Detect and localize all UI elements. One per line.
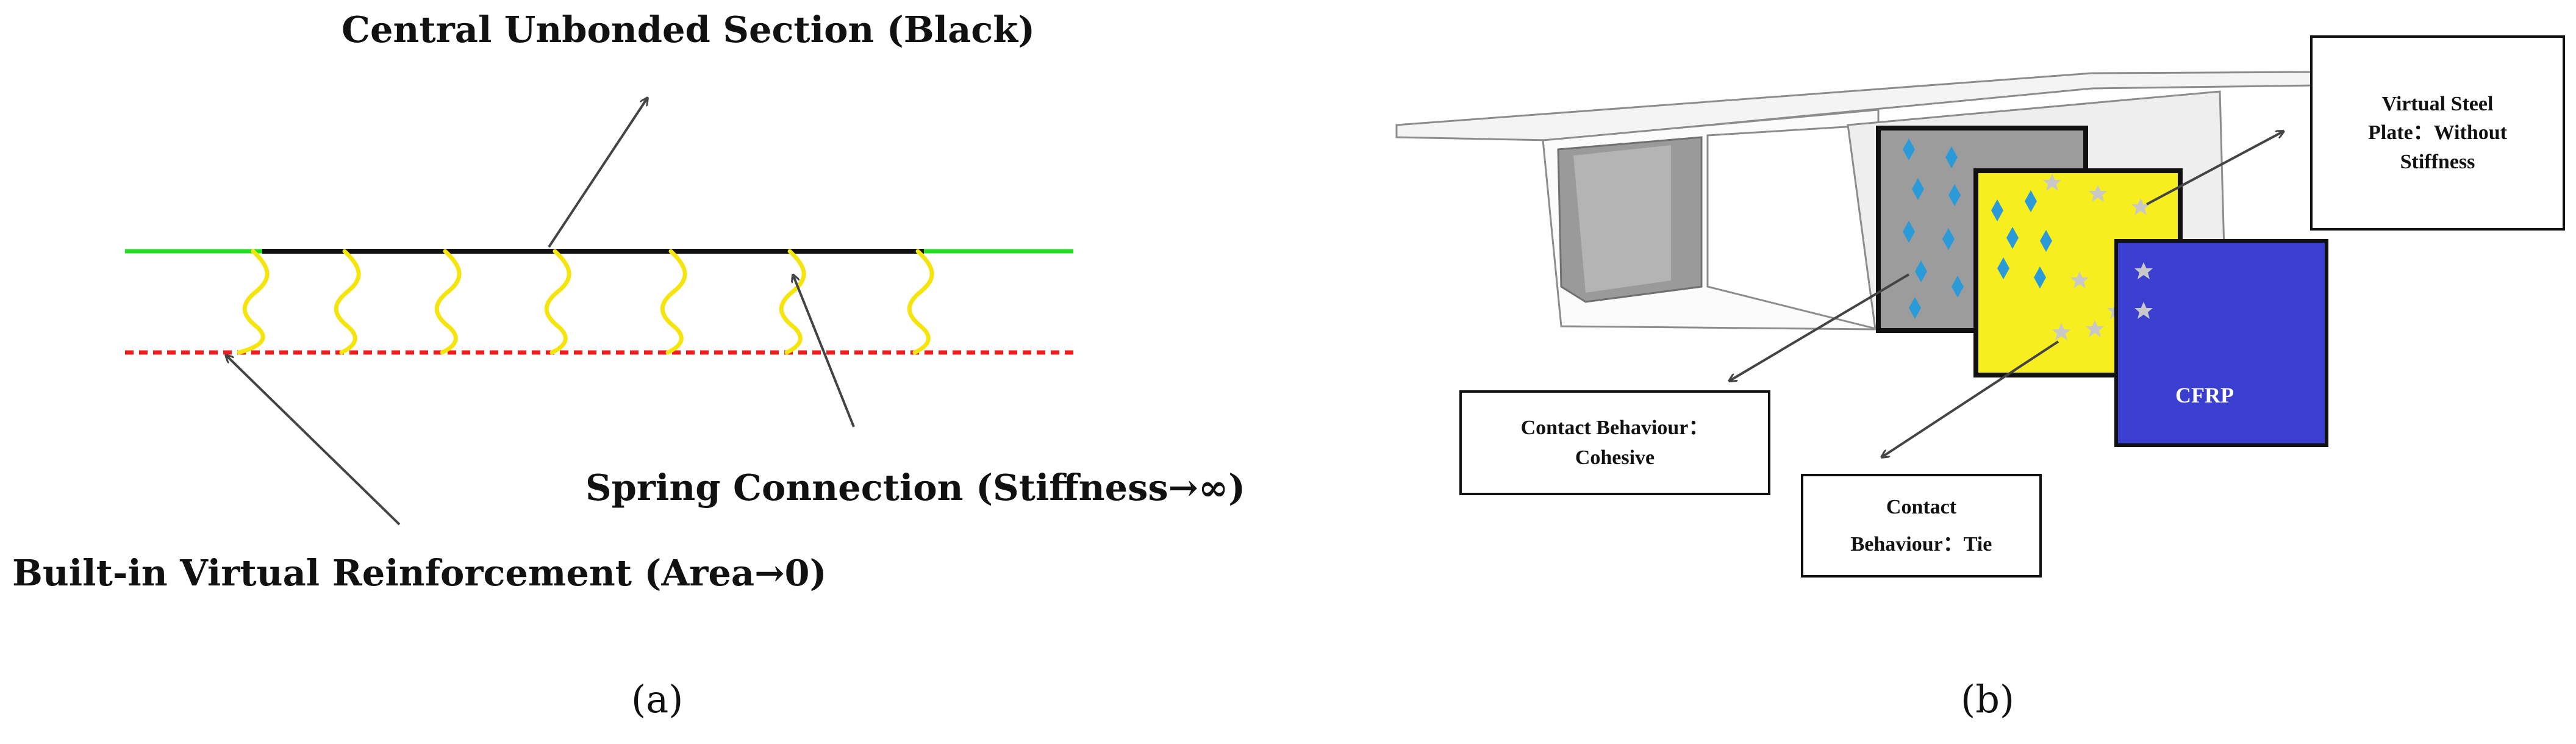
spring-4 (544, 249, 571, 355)
cfrp-label: CFRP (2175, 383, 2234, 407)
caption-a: (a) (631, 677, 684, 721)
label-central-unbonded-section: Central Unbonded Section (Black) (342, 9, 1036, 51)
cohesive-line-2: Cohesive (1575, 446, 1655, 469)
spring-connections (237, 249, 934, 355)
virtual-plate-line-2: Plate：Without (2368, 121, 2507, 145)
label-spring-connection: Spring Connection (Stiffness→∞) (585, 467, 1246, 509)
girder-interior-face (1573, 145, 1671, 293)
spring-2 (334, 249, 361, 355)
tie-line-2: Behaviour：Tie (1850, 533, 1992, 556)
arrow-virtual-plate (2146, 131, 2284, 206)
tie-line-1: Contact (1886, 495, 1957, 518)
spring-7 (907, 249, 934, 355)
callout-contact-cohesive: Contact Behaviour： Cohesive (1459, 390, 1770, 495)
arrow-tie (1881, 340, 2059, 457)
arrow-central (548, 98, 648, 248)
spring-3 (434, 249, 462, 355)
spring-5 (660, 249, 687, 355)
arrow-reinforcement (226, 355, 401, 526)
girder-top-flange (1395, 71, 2319, 141)
cohesive-line-1: Contact Behaviour： (1520, 416, 1709, 439)
arrow-cohesive (1729, 273, 1910, 381)
cfrp-plate (2114, 239, 2328, 447)
spring-6 (779, 249, 806, 355)
virtual-plate-line-3: Stiffness (2400, 150, 2475, 173)
arrow-spring (793, 274, 855, 427)
callout-virtual-steel-plate: Virtual Steel Plate：Without Stiffness (2310, 35, 2565, 231)
callout-contact-tie: Contact Behaviour：Tie (1801, 474, 2042, 578)
label-built-in-virtual-reinforcement: Built-in Virtual Reinforcement (Area→0) (12, 552, 827, 594)
spring-1 (237, 249, 270, 355)
virtual-plate-line-1: Virtual Steel (2381, 92, 2494, 115)
caption-b: (b) (1961, 677, 2015, 721)
